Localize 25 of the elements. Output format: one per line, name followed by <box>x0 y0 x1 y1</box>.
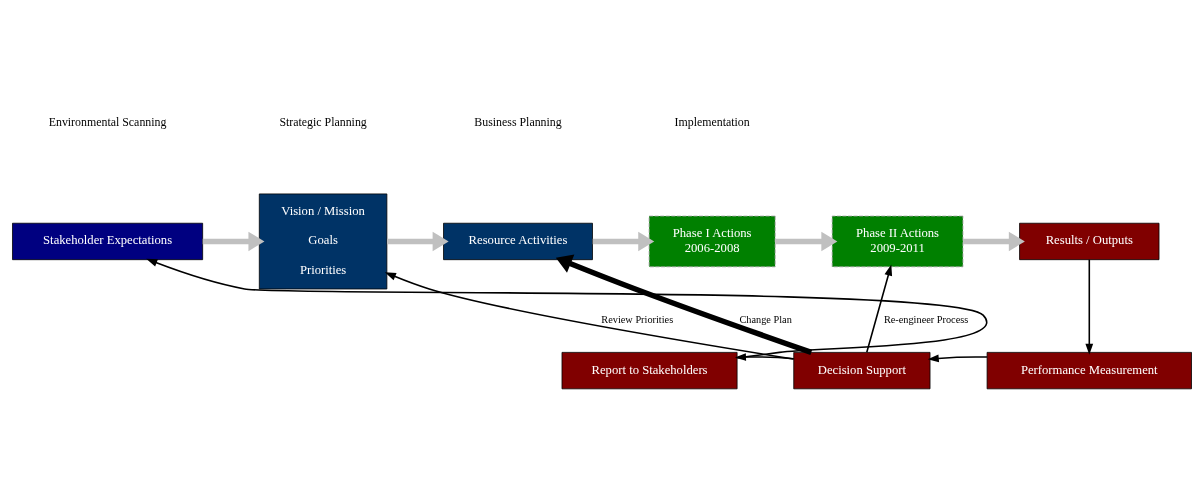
node-box: Stakeholder Expectations <box>12 222 204 260</box>
label: Business Planning <box>474 114 562 129</box>
node-box: Results / Outputs <box>1019 222 1160 260</box>
edge-label: Change Plan <box>739 313 792 325</box>
arrow <box>592 231 655 251</box>
edge-label: Re-engineer Process <box>883 313 969 325</box>
node-box: Resource Activities <box>443 222 593 260</box>
arrow <box>1085 258 1094 355</box>
node-box: Report to Stakeholders <box>561 351 738 389</box>
label: Implementation <box>674 114 750 129</box>
label: Strategic Planning <box>279 114 367 129</box>
node-box: Phase II Actions 2009-2011 <box>831 215 964 267</box>
arrow <box>963 231 1025 251</box>
arrow <box>866 264 893 353</box>
arrow <box>555 254 813 355</box>
arrow <box>387 231 449 251</box>
node-box: Decision Support <box>793 351 931 389</box>
edge-label: Review Priorities <box>601 313 674 325</box>
node-box: Phase I Actions 2006-2008 <box>648 215 776 267</box>
arrow <box>202 231 265 251</box>
node-box: Performance Measurement <box>986 351 1192 389</box>
arrow <box>927 354 988 362</box>
node-box: Vision / Mission Goals Priorities <box>258 193 388 289</box>
arrow <box>775 231 838 251</box>
label: Environmental Scanning <box>48 114 167 129</box>
